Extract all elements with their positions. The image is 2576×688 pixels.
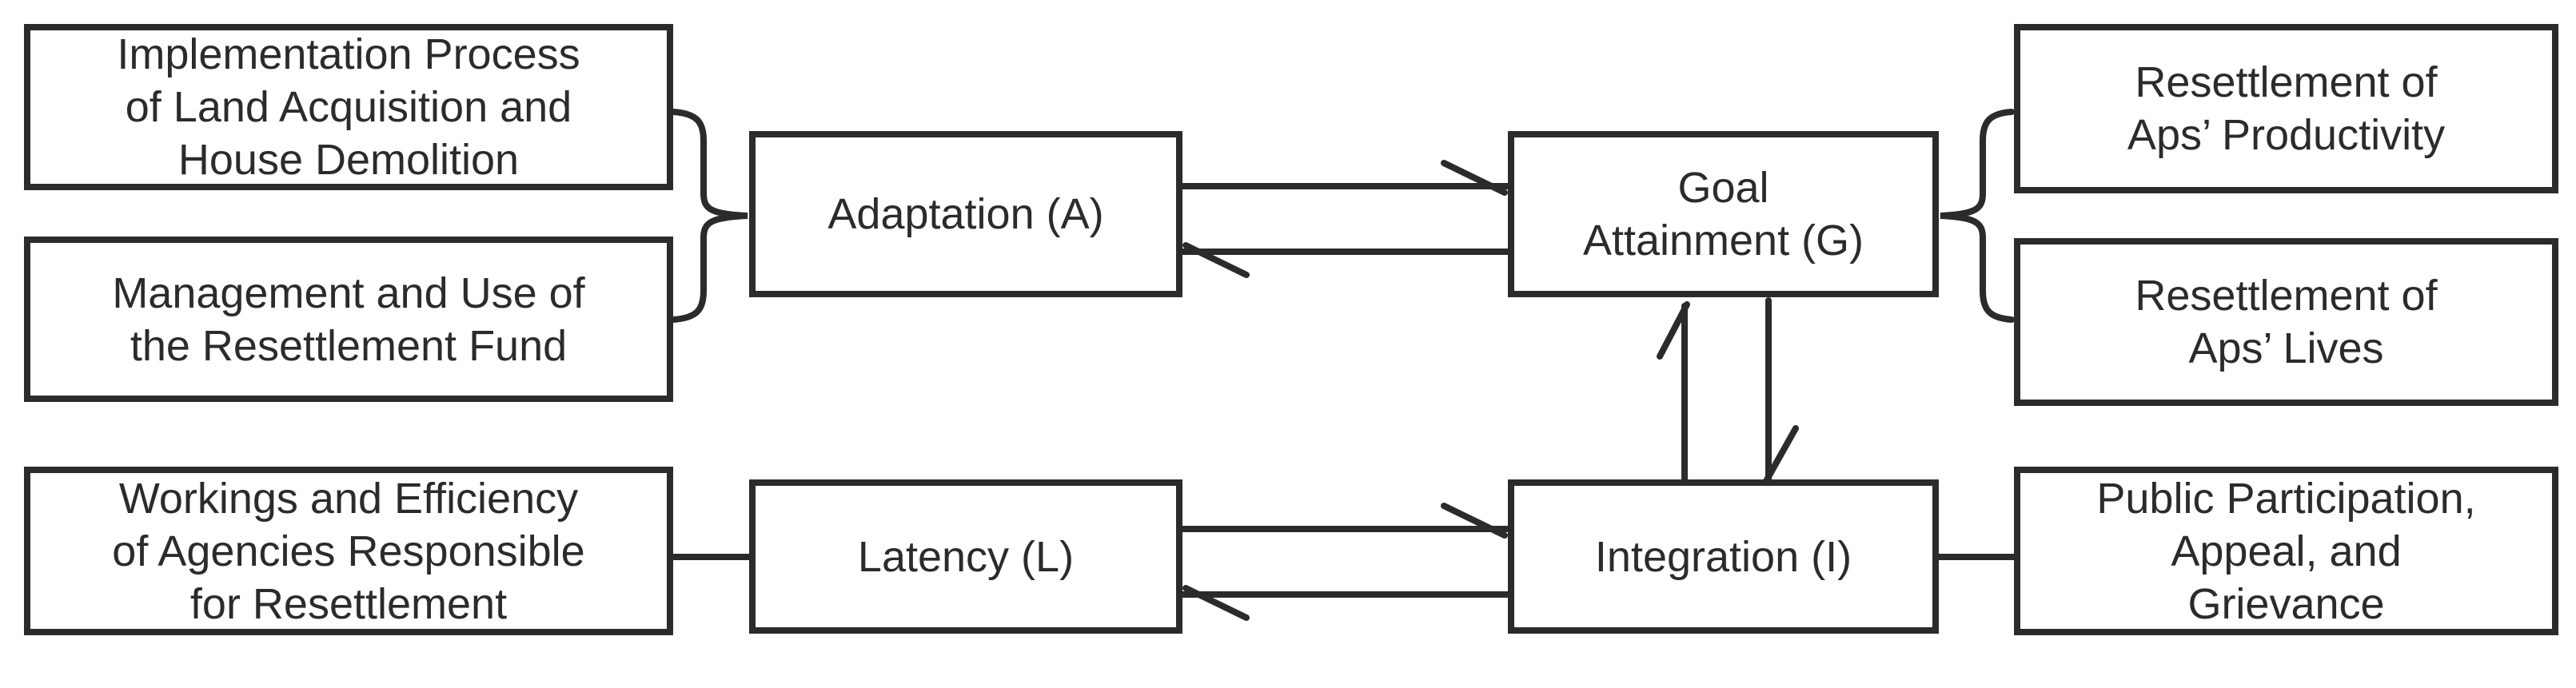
node-public-participation: Public Participation, Appeal, and Grieva… [2014,467,2558,635]
brace-right [1940,109,2015,323]
brace-left [670,109,748,323]
node-integration: Integration (I) [1508,479,1939,634]
arrow-latency-to-integration [1179,503,1511,539]
node-resettlement-productivity: Resettlement of Aps’ Productivity [2014,24,2558,193]
arrowhead [1182,242,1250,278]
arrowhead [1441,160,1508,196]
node-resettlement-lives: Resettlement of Aps’ Lives [2014,238,2558,406]
connector-group [670,109,2017,621]
arrow-integration-to-goal [1657,301,1690,483]
arrowhead [1763,425,1799,484]
arrowhead [1441,503,1508,539]
arrow-adaptation-to-goal [1179,160,1511,196]
node-implementation-process: Implementation Process of Land Acquisiti… [24,24,673,190]
node-management-resettlement-fund: Management and Use of the Resettlement F… [24,237,673,402]
node-adaptation: Adaptation (A) [749,131,1182,297]
arrow-goal-to-integration [1763,297,1799,484]
node-latency: Latency (L) [749,479,1182,634]
arrowhead [1657,301,1690,360]
arrow-integration-to-latency [1179,585,1511,621]
arrowhead [1182,585,1250,621]
arrow-goal-to-adaptation [1179,242,1511,278]
node-workings-efficiency-agencies: Workings and Efficiency of Agencies Resp… [24,467,673,635]
node-goal-attainment: Goal Attainment (G) [1508,131,1939,297]
